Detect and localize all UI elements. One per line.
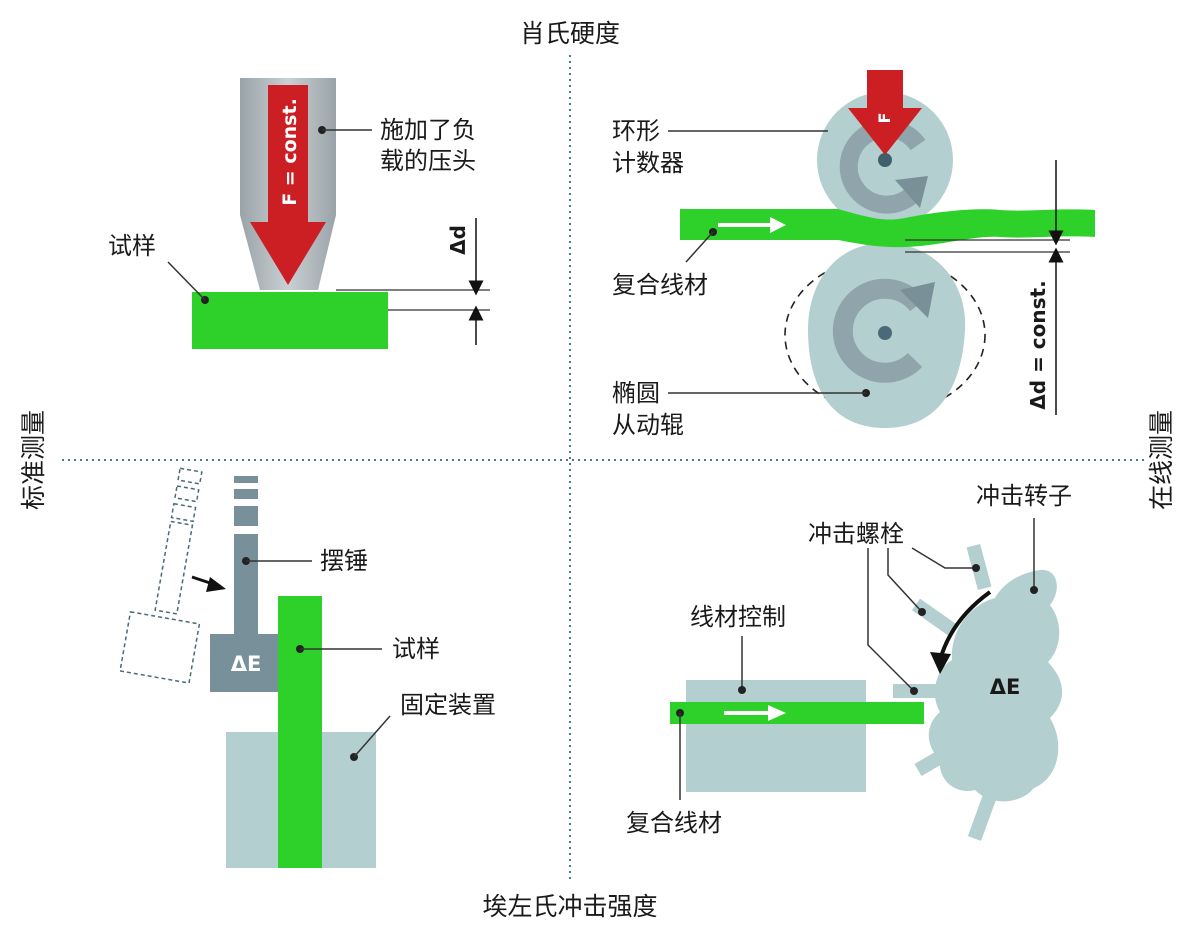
bolt-leader-3 xyxy=(911,547,976,569)
online-hardness-panel: F Δd = const. 环形 计数器 复合线材 椭圆 从动辊 xyxy=(612,70,1095,439)
ghost-pendulum-arm xyxy=(154,520,194,615)
bolt-label: 冲击螺栓 xyxy=(808,520,904,548)
roller-force-head xyxy=(848,108,922,155)
wire-control-block xyxy=(686,680,866,792)
izod-energy-label: ΔE xyxy=(231,652,262,676)
wire-leader xyxy=(685,231,714,263)
heading-bottom: 埃左氏冲击强度 xyxy=(482,892,657,921)
bolt-leader-dot-2 xyxy=(918,608,926,616)
upper-rotation-arrowhead xyxy=(895,176,928,208)
upper-roller-axis xyxy=(878,153,892,167)
heading-right: 在线测量 xyxy=(1147,410,1176,510)
rotor-label: 冲击转子 xyxy=(976,482,1072,510)
impact-wire-arrowhead xyxy=(768,705,786,721)
pendulum-segment-1 xyxy=(234,476,258,483)
shore-specimen-label: 试样 xyxy=(108,232,156,260)
bolt-leader-2 xyxy=(887,548,923,613)
impact-wire-label: 复合线材 xyxy=(626,809,722,837)
specimen-leader xyxy=(167,261,206,301)
rotor-leader-dot xyxy=(1030,586,1038,594)
ellipse-label-1: 椭圆 xyxy=(612,379,660,407)
lower-rotation-icon xyxy=(832,278,926,383)
online-impact-panel: ΔE 线材控制 复合线材 冲击螺栓 冲击转子 xyxy=(626,482,1072,841)
pendulum-segment-3 xyxy=(234,506,258,526)
bolt-leader-dot-3 xyxy=(972,564,980,572)
izod-specimen xyxy=(278,596,322,868)
impact-rotor xyxy=(928,569,1063,802)
indenter-force-label: F = const. xyxy=(279,98,301,206)
ghost-pendulum-segment-3 xyxy=(170,502,197,523)
pendulum-arm xyxy=(234,534,258,634)
lower-roller-axis xyxy=(878,326,892,340)
control-label: 线材控制 xyxy=(690,603,786,631)
force-arrow-shaft xyxy=(268,85,308,225)
bolt-2 xyxy=(911,598,957,636)
fixture-label: 固定装置 xyxy=(400,691,496,719)
bolt-leader-dot-1 xyxy=(910,687,918,695)
ghost-pendulum-head xyxy=(119,610,201,684)
roller-label-1: 环形 xyxy=(612,117,660,145)
roller-force-shaft xyxy=(867,70,903,112)
indenter-label-2: 载的压头 xyxy=(380,147,476,175)
bolt-leader-1 xyxy=(867,548,915,692)
swing-arrowhead xyxy=(206,577,226,592)
pendulum-segment-2 xyxy=(234,489,258,499)
specimen xyxy=(192,292,388,349)
control-leader-dot xyxy=(738,686,746,694)
force-arrow-head xyxy=(250,222,326,285)
roller-label-2: 计数器 xyxy=(612,149,684,177)
pendulum-label: 摆锤 xyxy=(320,547,368,575)
gap-delta-label: Δd = const. xyxy=(1026,280,1050,409)
heading-top: 肖氏硬度 xyxy=(520,19,620,48)
impact-wire xyxy=(670,702,924,724)
composite-wire xyxy=(680,209,1095,248)
rotor-energy-label: ΔE xyxy=(990,675,1021,699)
izod-specimen-label: 试样 xyxy=(392,635,440,663)
shore-hardness-panel: F = const. Δd 施加了负 载的压头 试样 xyxy=(108,78,490,349)
rotor-rotation-arrow xyxy=(938,590,992,661)
heading-left: 标准测量 xyxy=(19,410,48,510)
shore-delta-label: Δd xyxy=(446,225,470,255)
indenter-label-1: 施加了负 xyxy=(380,116,476,144)
lower-rotation-arrowhead xyxy=(900,282,935,318)
izod-panel: ΔE 摆锤 试样 固定装置 xyxy=(119,467,496,868)
ghost-pendulum-segment-2 xyxy=(174,485,200,503)
ghost-pendulum-segment-1 xyxy=(177,467,203,485)
online-wire-label: 复合线材 xyxy=(612,271,708,299)
pendulum-head xyxy=(210,634,278,692)
bolt-5 xyxy=(967,789,999,841)
rotor-rotation-arrowhead xyxy=(930,652,951,674)
wire-direction-arrowhead xyxy=(770,217,786,233)
ellipse-label-2: 从动辊 xyxy=(612,411,684,439)
roller-force-label: F xyxy=(875,113,894,124)
fixture-leader xyxy=(353,715,391,758)
